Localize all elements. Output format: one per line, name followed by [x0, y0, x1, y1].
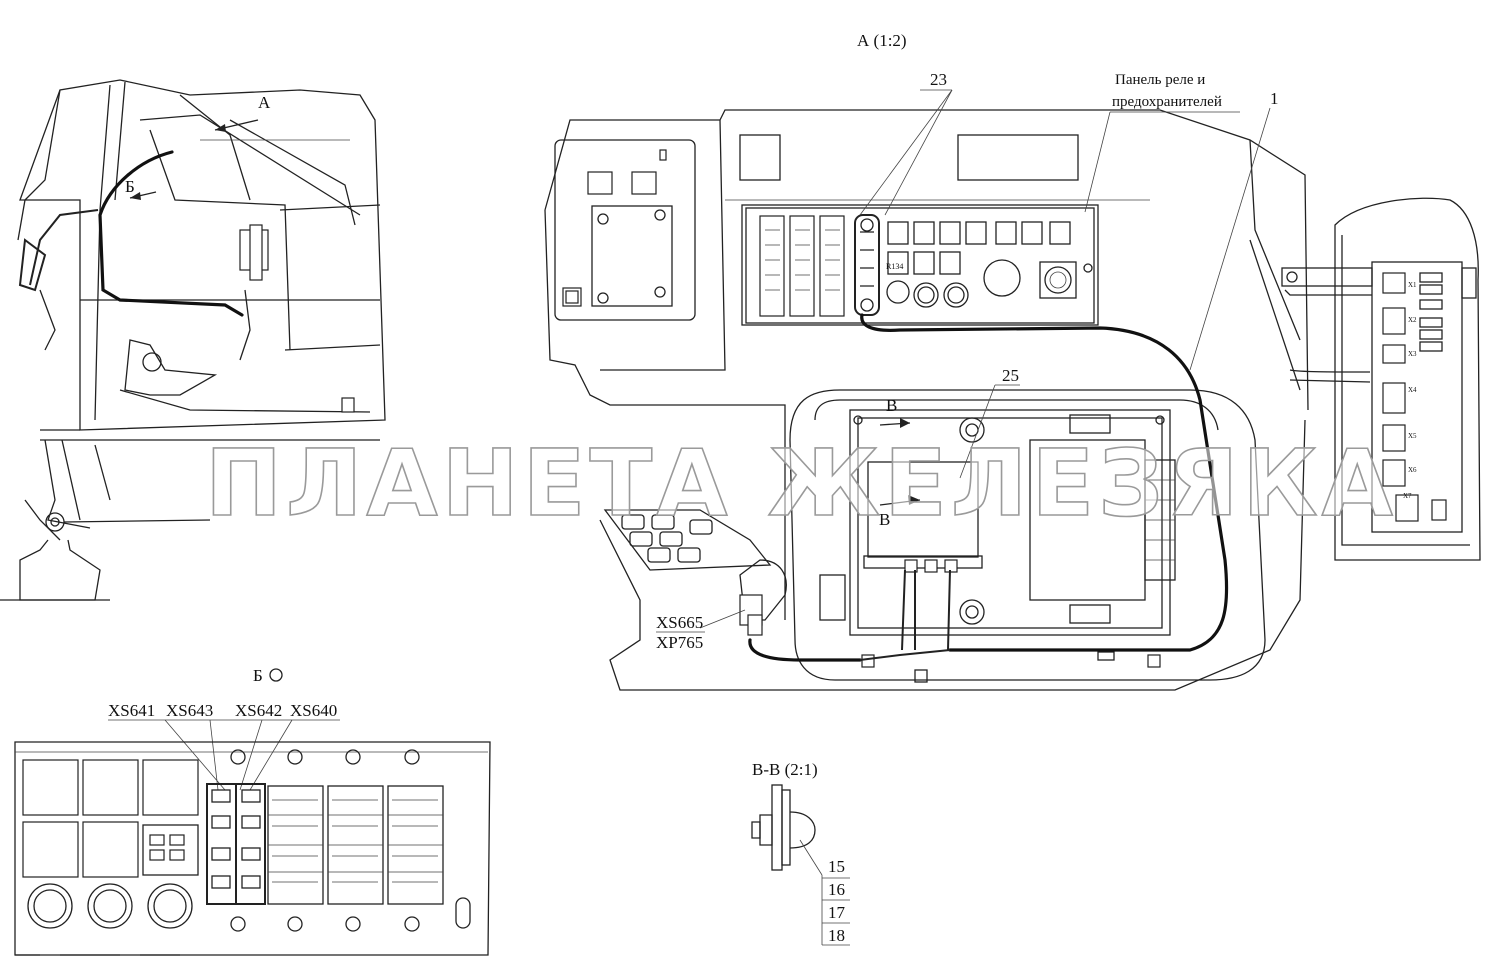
connector-xs643: XS643 [166, 701, 213, 720]
right-panel-x2: X2 [1408, 316, 1417, 324]
right-panel-x5: X5 [1408, 432, 1417, 440]
callout-1: 1 [1270, 89, 1279, 108]
fuse-blocks [759, 215, 845, 317]
right-panel-x3: X3 [1408, 350, 1417, 358]
callout-23: 23 [930, 70, 947, 89]
arrow-v-bottom-label: В [879, 510, 890, 529]
view-b-title: Б [253, 666, 263, 685]
connector-xs642: XS642 [235, 701, 282, 720]
right-panel-x6: X6 [1408, 466, 1417, 474]
relay-grid [886, 221, 1093, 308]
item-17: 17 [828, 903, 846, 922]
right-panel-x4: X4 [1408, 386, 1417, 394]
item-16: 16 [828, 880, 845, 899]
connector-xp765: XP765 [656, 633, 703, 652]
view-b: Б XS641 XS643 XS642 XS640 [14, 666, 491, 956]
connector-xs640: XS640 [290, 701, 337, 720]
section-v-v: В-В (2:1) 15 16 17 18 [751, 760, 850, 946]
right-connector-panel: X1 X2 X3 X4 X5 X6 X7 [1281, 197, 1481, 561]
right-panel-x1: X1 [1408, 281, 1417, 289]
view-b-fuse-grid [267, 785, 444, 905]
section-title: В-В (2:1) [752, 760, 818, 779]
fuse-tag: R134 [886, 262, 903, 271]
view-a: А (1:2) [544, 31, 1309, 691]
connector-xs641: XS641 [108, 701, 155, 720]
arrow-b-label: Б [125, 177, 135, 196]
watermark: ПЛАНЕТА ЖЕЛЕЗЯКА [205, 430, 1397, 537]
arrow-v-top-label: В [886, 396, 897, 415]
connector-xs665: XS665 [656, 613, 703, 632]
right-panel-x7: X7 [1403, 492, 1412, 500]
relay-panel-label-line1: Панель реле и [1115, 72, 1205, 88]
item-18: 18 [828, 926, 845, 945]
item-15: 15 [828, 857, 845, 876]
view-a-title: А (1:2) [857, 31, 907, 50]
relay-panel-label-line2: предохранителей [1112, 94, 1222, 110]
callout-25: 25 [1002, 366, 1019, 385]
side-view-cab: А Б [0, 79, 386, 601]
arrow-a-label: А [258, 93, 271, 112]
keypad [603, 509, 772, 571]
